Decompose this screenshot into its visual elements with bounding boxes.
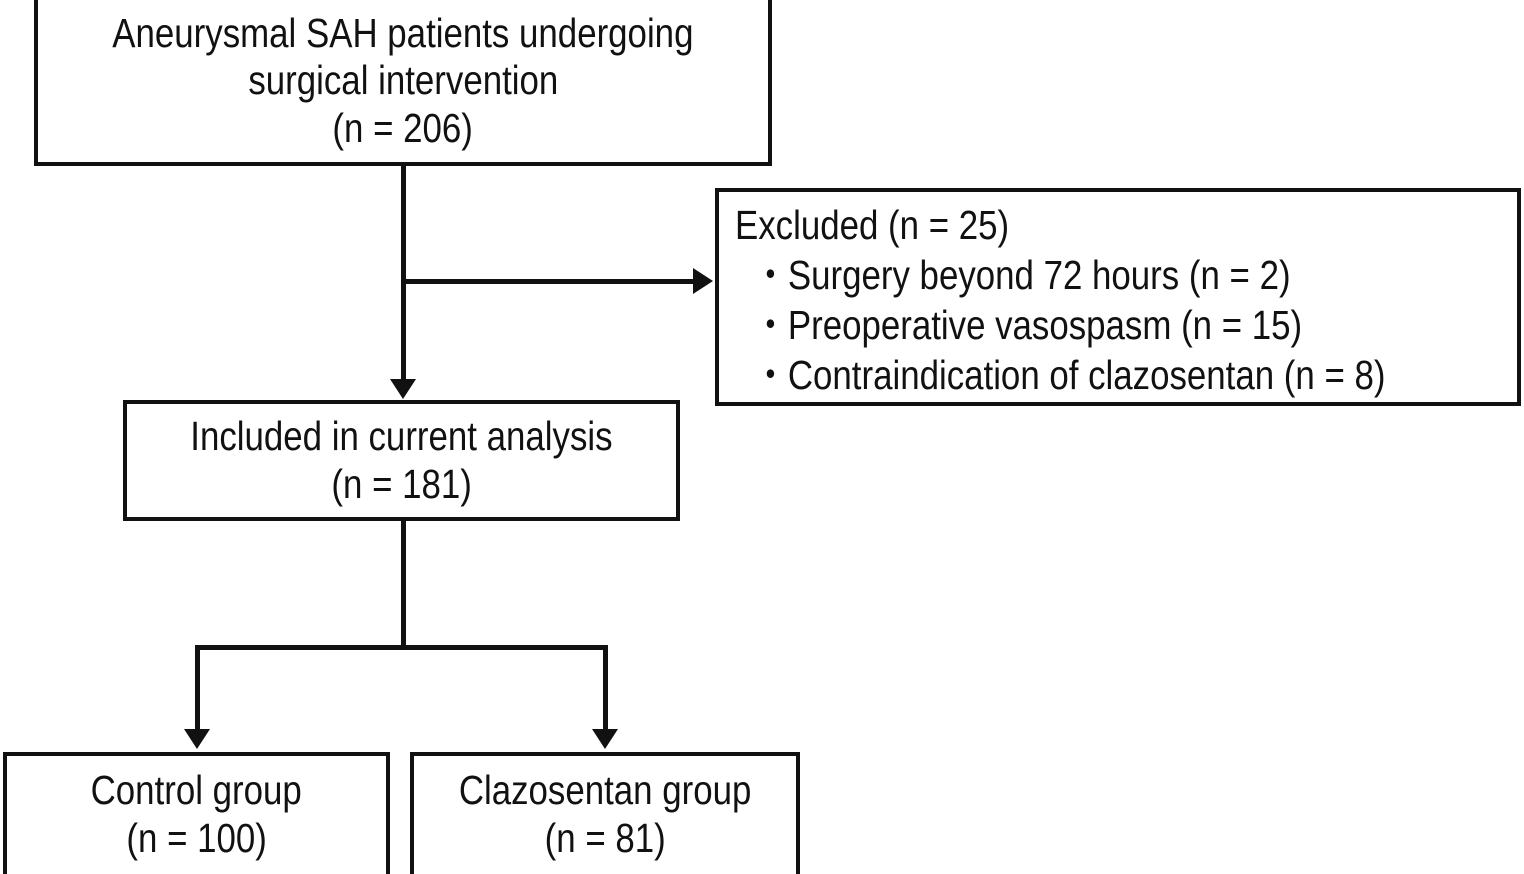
included-count: (n = 181) — [331, 460, 472, 507]
connector-split-to-control — [195, 645, 200, 731]
arrowhead-down-icon — [184, 729, 210, 749]
connector-enrolled-to-included — [401, 166, 406, 381]
excluded-reason-3: Contraindication of clazosentan (n = 8) — [787, 352, 1386, 399]
excluded-reason-2: Preoperative vasospasm (n = 15) — [787, 302, 1303, 349]
excluded-reason-row-1: ・Surgery beyond 72 hours (n = 2) — [753, 250, 1291, 300]
flow-node-control-group: Control group (n = 100) — [3, 752, 390, 874]
connector-split-to-clazosentan — [603, 645, 608, 731]
bullet-icon: ・ — [753, 352, 788, 399]
excluded-reason-row-3: ・Contraindication of clazosentan (n = 8) — [753, 350, 1385, 400]
enrolled-line-2: surgical intervention — [248, 57, 558, 104]
connector-split-bar — [195, 645, 608, 650]
enrolled-line-1: Aneurysmal SAH patients undergoing — [112, 9, 694, 56]
flow-node-enrolled: Aneurysmal SAH patients undergoing surgi… — [34, 0, 772, 166]
arrowhead-down-icon — [592, 729, 618, 749]
control-count: (n = 100) — [126, 815, 267, 861]
clazosentan-count: (n = 81) — [544, 815, 666, 861]
excluded-reason-1: Surgery beyond 72 hours (n = 2) — [787, 252, 1291, 299]
control-line-1: Control group — [90, 767, 303, 814]
excluded-reason-row-2: ・Preoperative vasospasm (n = 15) — [753, 300, 1302, 350]
bullet-icon: ・ — [753, 252, 788, 299]
connector-enrolled-to-excluded — [403, 279, 695, 284]
flow-node-clazosentan-group: Clazosentan group (n = 81) — [410, 752, 800, 874]
flow-node-included: Included in current analysis (n = 181) — [123, 400, 680, 521]
connector-included-to-split — [401, 521, 406, 649]
excluded-heading: Excluded (n = 25) — [735, 202, 1010, 248]
clazosentan-line-1: Clazosentan group — [458, 767, 752, 814]
flow-node-excluded: Excluded (n = 25) ・Surgery beyond 72 hou… — [715, 188, 1521, 406]
arrowhead-right-icon — [693, 268, 713, 294]
arrowhead-down-icon — [390, 379, 416, 399]
included-line-1: Included in current analysis — [190, 412, 613, 459]
enrolled-count: (n = 206) — [332, 104, 474, 151]
bullet-icon: ・ — [753, 302, 788, 349]
